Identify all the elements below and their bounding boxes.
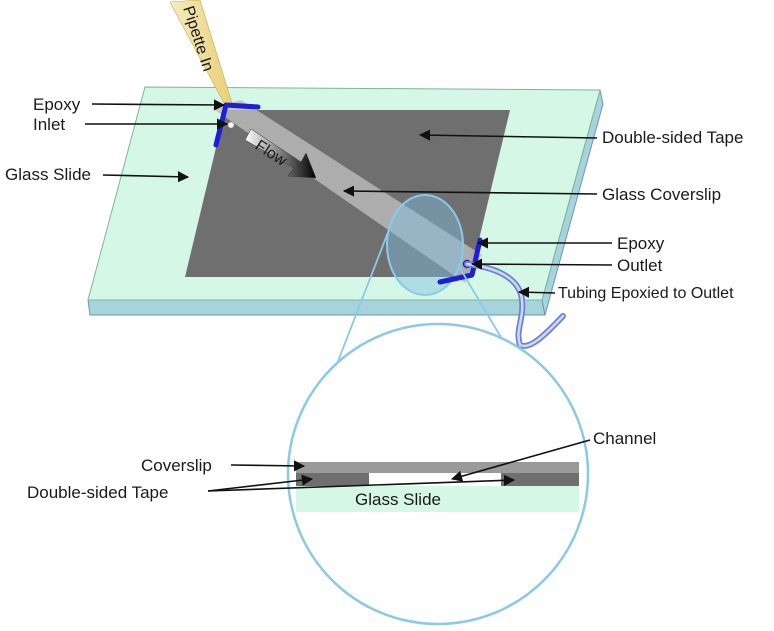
- label-epoxy-right: Epoxy: [617, 234, 665, 253]
- cross-section-tape-right: [501, 473, 579, 486]
- tubing: [464, 261, 566, 349]
- cross-section-glass-slide: [296, 486, 579, 512]
- label-double-sided-tape: Double-sided Tape: [602, 128, 743, 147]
- cross-section-coverslip: [296, 462, 579, 473]
- arrow-outlet: [470, 258, 613, 270]
- glass-slide-side-front: [87, 299, 546, 316]
- inlet-hole: [227, 121, 235, 129]
- label-outlet: Outlet: [617, 256, 663, 275]
- arrow-double-sided-tape: [418, 129, 598, 141]
- epoxy-outlet-bracket: [437, 237, 483, 285]
- inset-label-coverslip: Coverslip: [141, 456, 212, 475]
- cross-section: [296, 462, 579, 512]
- arrow-tape-left: [207, 474, 314, 492]
- arrow-tape-right: [207, 474, 516, 492]
- label-glass-slide: Glass Slide: [5, 165, 91, 184]
- label-epoxy-top: Epoxy: [33, 95, 81, 114]
- cross-section-tape-left: [296, 473, 369, 486]
- arrow-glass-coverslip: [342, 185, 598, 197]
- arrow-coverslip: [230, 460, 306, 472]
- arrow-glass-slide: [102, 171, 190, 183]
- arrow-channel: [450, 439, 591, 482]
- arrow-epoxy-top: [91, 99, 226, 111]
- inset-label-double-sided-tape: Double-sided Tape: [27, 483, 168, 502]
- inset-circle: [286, 322, 590, 626]
- magnifier-lens: [386, 194, 464, 296]
- inset-label-glass-slide: Glass Slide: [355, 490, 441, 509]
- epoxy-inlet-bracket: [213, 102, 261, 148]
- label-glass-coverslip: Glass Coverslip: [602, 185, 721, 204]
- inset-label-channel: Channel: [593, 429, 656, 448]
- label-tubing: Tubing Epoxied to Outlet: [558, 285, 734, 302]
- label-inlet: Inlet: [33, 115, 65, 134]
- arrow-tubing: [517, 286, 556, 298]
